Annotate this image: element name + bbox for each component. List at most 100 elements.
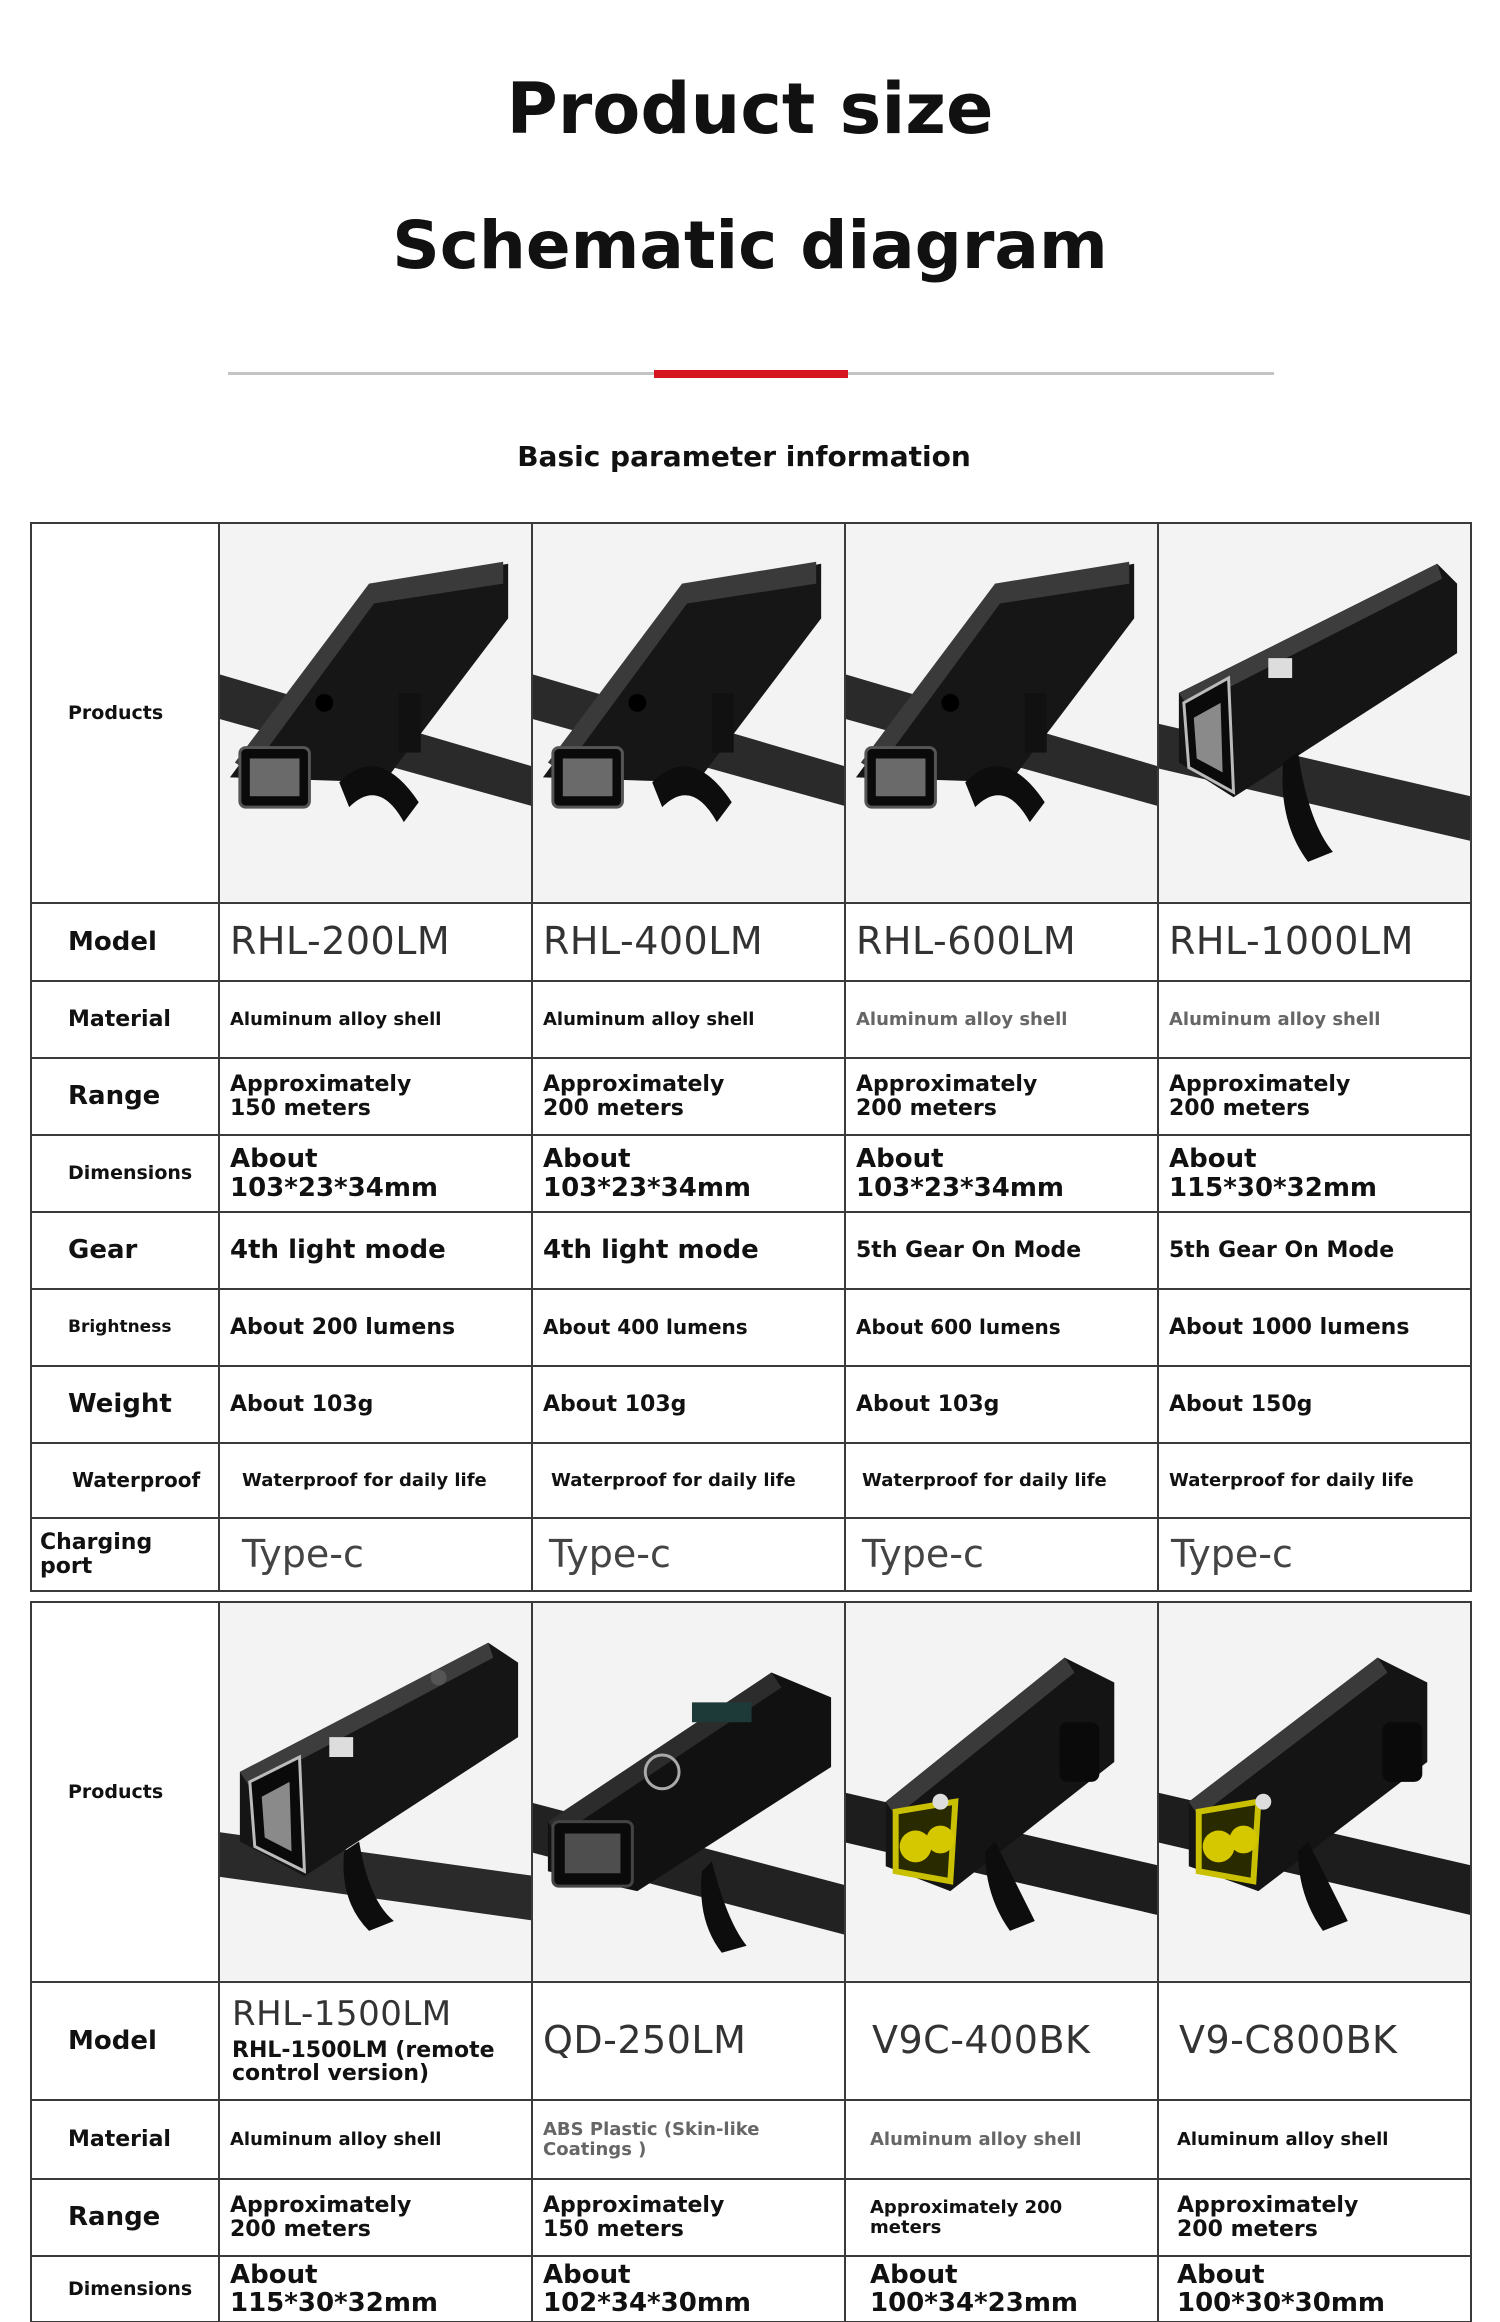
product-image [531, 522, 846, 904]
table-row: Material Aluminum alloy shell Aluminum a… [30, 980, 1472, 1059]
bike-light-v9-c800bk-image [1159, 1603, 1470, 1981]
spec-table-1: Products Model RHL-200LM RHL-400LM RHL-6… [30, 522, 1472, 1592]
row-label-material: Material [30, 2099, 220, 2180]
table-row: Dimensions About 115*30*32mm About 102*3… [30, 2255, 1472, 2322]
model-cell: RHL-200LM [218, 902, 533, 982]
page-title: Product size [506, 68, 994, 150]
product-image [1157, 1601, 1472, 1983]
charging-port-cell: Type-c [531, 1517, 846, 1592]
table-row: Weight About 103g About 103g About 103g … [30, 1365, 1472, 1444]
bike-light-v9c-400bk-image [846, 1603, 1157, 1981]
gear-cell: 5th Gear On Mode [1157, 1211, 1472, 1290]
row-label-charging-port: Charging port [30, 1517, 220, 1592]
product-image [531, 1601, 846, 1983]
table-row: Model RHL-200LM RHL-400LM RHL-600LM RHL-… [30, 902, 1472, 982]
weight-cell: About 103g [844, 1365, 1159, 1444]
material-cell: Aluminum alloy shell [844, 980, 1159, 1059]
bike-light-rhl-1000lm-image [1159, 524, 1470, 902]
table-row: Products [30, 1601, 1472, 1983]
row-label-waterproof: Waterproof [30, 1442, 220, 1519]
model-cell: V9-C800BK [1157, 1981, 1472, 2101]
gear-cell: 4th light mode [531, 1211, 846, 1290]
weight-cell: About 103g [218, 1365, 533, 1444]
weight-cell: About 103g [531, 1365, 846, 1444]
dimensions-cell: About 102*34*30mm [531, 2255, 846, 2322]
material-cell: ABS Plastic (Skin-like Coatings ) [531, 2099, 846, 2180]
product-image [218, 522, 533, 904]
product-image [1157, 522, 1472, 904]
bike-light-rhl-200lm-image [220, 524, 531, 902]
row-label-material: Material [30, 980, 220, 1059]
row-label-model: Model [30, 1981, 220, 2101]
product-image [844, 522, 1159, 904]
dimensions-cell: About 115*30*32mm [218, 2255, 533, 2322]
model-cell: QD-250LM [531, 1981, 846, 2101]
table-row: Dimensions About 103*23*34mm About 103*2… [30, 1134, 1472, 1213]
waterproof-cell: Waterproof for daily life [1157, 1442, 1472, 1519]
dimensions-cell: About 103*23*34mm [531, 1134, 846, 1213]
bike-light-rhl-1500lm-image [220, 1603, 531, 1981]
row-label-range: Range [30, 2178, 220, 2257]
table-row: Brightness About 200 lumens About 400 lu… [30, 1288, 1472, 1367]
charging-port-cell: Type-c [1157, 1517, 1472, 1592]
section-heading: Basic parameter information [517, 440, 971, 473]
material-cell: Aluminum alloy shell [1157, 2099, 1472, 2180]
product-image [218, 1601, 533, 1983]
charging-port-cell: Type-c [844, 1517, 1159, 1592]
gear-cell: 4th light mode [218, 1211, 533, 1290]
waterproof-cell: Waterproof for daily life [531, 1442, 846, 1519]
gear-cell: 5th Gear On Mode [844, 1211, 1159, 1290]
row-label-range: Range [30, 1057, 220, 1136]
row-label-products: Products [30, 1601, 220, 1983]
divider-accent [654, 370, 848, 378]
dimensions-cell: About 115*30*32mm [1157, 1134, 1472, 1213]
table-row: Charging port Type-c Type-c Type-c Type-… [30, 1517, 1472, 1592]
model-cell: RHL-400LM [531, 902, 846, 982]
dimensions-cell: About 100*34*23mm [844, 2255, 1159, 2322]
row-label-dimensions: Dimensions [30, 1134, 220, 1213]
bike-light-rhl-400lm-image [533, 524, 844, 902]
model-cell: RHL-1000LM [1157, 902, 1472, 982]
row-label-model: Model [30, 902, 220, 982]
table-row: Gear 4th light mode 4th light mode 5th G… [30, 1211, 1472, 1290]
model-cell: V9C-400BK [844, 1981, 1159, 2101]
material-cell: Aluminum alloy shell [218, 980, 533, 1059]
row-label-brightness: Brightness [30, 1288, 220, 1367]
row-label-weight: Weight [30, 1365, 220, 1444]
material-cell: Aluminum alloy shell [844, 2099, 1159, 2180]
table-row: Products [30, 522, 1472, 904]
charging-port-cell: Type-c [218, 1517, 533, 1592]
weight-cell: About 150g [1157, 1365, 1472, 1444]
row-label-gear: Gear [30, 1211, 220, 1290]
material-cell: Aluminum alloy shell [218, 2099, 533, 2180]
waterproof-cell: Waterproof for daily life [844, 1442, 1159, 1519]
material-cell: Aluminum alloy shell [1157, 980, 1472, 1059]
product-image [844, 1601, 1159, 1983]
bike-light-qd-250lm-image [533, 1603, 844, 1981]
row-label-dimensions: Dimensions [30, 2255, 220, 2322]
brightness-cell: About 200 lumens [218, 1288, 533, 1367]
dimensions-cell: About 100*30*30mm [1157, 2255, 1472, 2322]
brightness-cell: About 600 lumens [844, 1288, 1159, 1367]
row-label-products: Products [30, 522, 220, 904]
brightness-cell: About 1000 lumens [1157, 1288, 1472, 1367]
brightness-cell: About 400 lumens [531, 1288, 846, 1367]
page-subtitle: Schematic diagram [392, 207, 1108, 284]
model-cell: RHL-600LM [844, 902, 1159, 982]
material-cell: Aluminum alloy shell [531, 980, 846, 1059]
bike-light-rhl-600lm-image [846, 524, 1157, 902]
waterproof-cell: Waterproof for daily life [218, 1442, 533, 1519]
